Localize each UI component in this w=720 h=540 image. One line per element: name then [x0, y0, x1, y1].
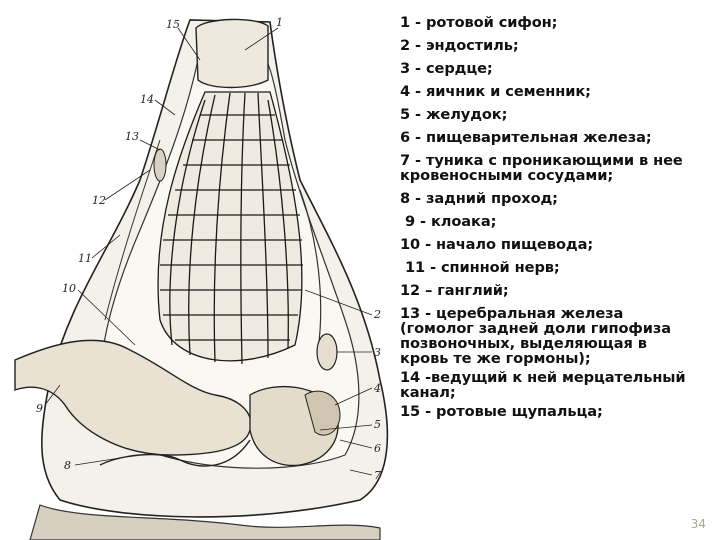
- gonad: [304, 390, 341, 436]
- callout-5: 5: [374, 418, 381, 431]
- heart: [316, 333, 338, 371]
- callout-3: 3: [374, 346, 381, 359]
- callout-6: 6: [374, 442, 381, 455]
- legend-item-3: 3 - сердце;: [400, 60, 493, 77]
- legend-item-8: 8 - задний проход;: [400, 190, 558, 207]
- legend-item-1: 1 - ротовой сифон;: [400, 14, 558, 31]
- legend-item-2: 2 - эндостиль;: [400, 37, 519, 54]
- callout-leaders: [44, 27, 373, 476]
- legend-list: 1 - ротовой сифон; 2 - эндостиль; 3 - се…: [400, 15, 700, 427]
- callout-9: 9: [36, 402, 43, 415]
- legend-item-15: 15 - ротовые щупальца;: [400, 403, 603, 420]
- callout-7: 7: [374, 469, 381, 482]
- ganglion: [153, 148, 167, 182]
- callout-11: 11: [78, 252, 92, 265]
- callout-14: 14: [140, 93, 154, 106]
- callout-15: 15: [166, 18, 180, 31]
- legend-item-9: 9 - клоака;: [400, 213, 497, 230]
- ascidian-anatomy-diagram: 1 2 3 4 5 6 7 8 9 10 11 12 13 14 15: [14, 16, 389, 540]
- legend-item-6: 6 - пищеварительная железа;: [400, 129, 652, 146]
- legend-item-12: 12 – ганглий;: [400, 282, 509, 299]
- callout-12: 12: [92, 194, 106, 207]
- slide-number: 34: [690, 517, 706, 531]
- legend-item-10: 10 - начало пищевода;: [400, 236, 594, 253]
- callout-13: 13: [125, 130, 139, 143]
- legend-item-7: 7 - туника с проникающими в нее кровенос…: [400, 152, 683, 184]
- oral-siphon: [195, 18, 269, 89]
- legend-item-5: 5 - желудок;: [400, 106, 508, 123]
- endostyle: [299, 189, 322, 351]
- legend-item-11: 11 - спинной нерв;: [400, 259, 560, 276]
- legend-item-14: 14 -ведущий к ней мерцательный канал;: [400, 369, 686, 401]
- legend-item-4: 4 - яичник и семенник;: [400, 83, 591, 100]
- legend-item-13: 13 - церебральная железа (гомолог задней…: [400, 305, 671, 367]
- intestine: [99, 439, 251, 467]
- callout-8: 8: [64, 459, 71, 472]
- branchial-basket: [157, 91, 303, 365]
- callout-1: 1: [276, 16, 283, 29]
- dorsal-nerve: [104, 139, 161, 321]
- substrate-base: [29, 504, 381, 540]
- callout-10: 10: [62, 282, 76, 295]
- callout-2: 2: [373, 308, 381, 321]
- callout-4: 4: [373, 382, 381, 395]
